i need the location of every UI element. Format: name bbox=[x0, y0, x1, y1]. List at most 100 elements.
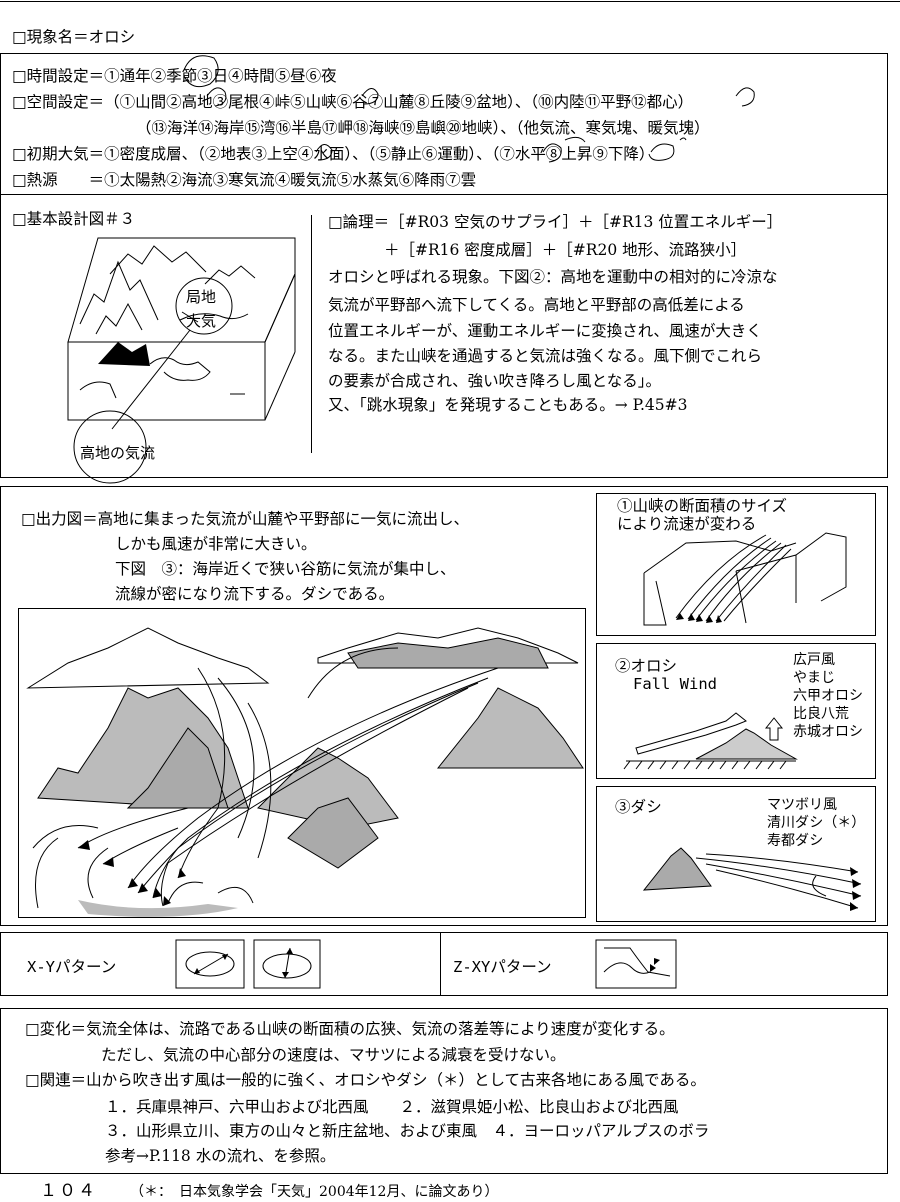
output-box: □出力図＝高地に集まった気流が山麓や平野部に一気に流出し、 しかも風速が非常に大… bbox=[0, 486, 888, 926]
stream-15 bbox=[307, 647, 399, 699]
stream-12 bbox=[87, 847, 109, 899]
label-local-2: 大気 bbox=[186, 312, 216, 330]
arrow-3 bbox=[128, 878, 138, 888]
design-diagram: 局地 大気 高地の気流 bbox=[67, 237, 296, 484]
dashi-wind-3: 寿都ダシ bbox=[767, 833, 824, 849]
stream-7 bbox=[247, 702, 272, 859]
dark-mountain bbox=[98, 342, 150, 366]
grey-mountain-4 bbox=[287, 797, 379, 869]
dashi-curl bbox=[812, 875, 827, 897]
label-local-1: 局地 bbox=[186, 288, 216, 306]
hand-circles bbox=[183, 55, 755, 163]
stream-4 bbox=[160, 687, 469, 907]
panel-oroshi: ②オロシ Fall Wind 広戸風 やまじ 六甲オロシ 比良八荒 赤城オロシ bbox=[596, 643, 876, 779]
oroshi-wind-2: やまじ bbox=[793, 670, 835, 686]
logic-line-3: オロシと呼ばれる現象。下図②：高地を運動中の相対的に冷涼な bbox=[328, 268, 778, 286]
change-line-1: □変化＝気流全体は、流路である山峡の断面積の広狭、気流の落差等により速度が変化す… bbox=[25, 1020, 675, 1038]
design-box: □基本設計図＃３ □論理＝［#R03 空気のサプライ］＋［#R13 位置エネルギ… bbox=[0, 194, 888, 478]
output-line-4: 流線が密になり流下する。ダシである。 bbox=[115, 585, 395, 603]
footer-note: （＊： 日本気象学会「天気」2004年12月、に論文あり） bbox=[130, 1184, 499, 1200]
dashi-stream-2 bbox=[705, 863, 862, 897]
panel-oroshi-title: ②オロシ bbox=[615, 657, 678, 675]
dashi-wind-2: 清川ダシ（＊） bbox=[767, 815, 866, 831]
relation-reference: 参考→P.118 水の流れ、を参照。 bbox=[105, 1147, 336, 1165]
mountain-ridge-1 bbox=[109, 245, 207, 275]
gorge-top-left bbox=[643, 540, 797, 574]
dashi-stream-3 bbox=[715, 869, 859, 909]
pointer-line bbox=[111, 329, 191, 430]
label-highland: 高地の気流 bbox=[80, 444, 155, 462]
panel-dashi: ③ダシ マツボリ風 清川ダシ（＊） 寿都ダシ bbox=[596, 786, 876, 922]
dashi-stream-4 bbox=[705, 853, 859, 873]
arrow-1 bbox=[78, 840, 90, 850]
output-line-1: □出力図＝高地に集まった気流が山麓や平野部に一気に流出し、 bbox=[21, 510, 470, 528]
stream-9 bbox=[102, 827, 179, 865]
patterns-box: X-Yパターン Z-XYパターン bbox=[0, 932, 888, 996]
panel-gorge: ①山峡の断面積のサイズ により流速が変わる bbox=[596, 493, 876, 636]
grey-sea-shadow bbox=[78, 900, 238, 917]
coast-line-top bbox=[179, 313, 249, 321]
stream-6 bbox=[217, 677, 255, 839]
oroshi-wind-3: 六甲オロシ bbox=[793, 688, 863, 704]
design-divider bbox=[311, 215, 313, 453]
oroshi-wind-4: 比良八荒 bbox=[793, 706, 849, 722]
mountain-ridge-4 bbox=[204, 265, 256, 285]
stream-8 bbox=[77, 807, 189, 849]
oroshi-wind-5: 赤城オロシ bbox=[793, 724, 863, 740]
stream-10 bbox=[32, 825, 99, 849]
gorge-stream-2 bbox=[687, 537, 772, 620]
space-setting-cont: （⑬海洋⑭海岸⑮湾⑯半島⑰岬⑱海峡⑲島嶼⑳地峡）、（他気流、寒気塊、暖気塊） bbox=[136, 119, 710, 137]
circle-motion bbox=[542, 143, 562, 163]
gorge-stream-1 bbox=[675, 534, 767, 619]
time-setting: □時間設定＝①通年②季節③日④時間⑤昼⑥夜 bbox=[12, 67, 337, 85]
settings-box: □時間設定＝①通年②季節③日④時間⑤昼⑥夜 □空間設定＝（①山間②高地③尾根④峠… bbox=[0, 53, 888, 195]
circle-upper bbox=[315, 144, 333, 161]
grey-mountain-2 bbox=[126, 727, 229, 809]
snow-mountain-left bbox=[26, 627, 270, 689]
zxy-path-1 bbox=[604, 947, 671, 977]
highland-air-circle bbox=[73, 410, 147, 484]
gorge-side bbox=[643, 573, 667, 626]
circle-horizontal bbox=[648, 143, 675, 161]
relation-item-1-2: １．兵庫県神戸、六甲山および北西風 ２．滋賀県姫小松、比良山および北西風 bbox=[105, 1098, 679, 1116]
xy-icon-1-ellipse bbox=[185, 951, 235, 977]
output-line-2: しかも風速が非常に大きい。 bbox=[115, 535, 317, 553]
gorge-top-right bbox=[735, 532, 847, 602]
change-line-2: ただし、気流の中心部分の速度は、マサツによる減衰を受けない。 bbox=[101, 1046, 566, 1064]
logic-line-4: 気流が平野部へ流下してくる。高地と平野部の高低差による bbox=[328, 296, 745, 314]
ground-hatch bbox=[623, 760, 787, 770]
circle-season bbox=[183, 55, 219, 88]
logic-line-8: 又、「跳水現象」を発現することもある。→ P.45#3 bbox=[328, 396, 688, 414]
arrow-6 bbox=[163, 896, 171, 906]
stream-14 bbox=[217, 886, 254, 904]
design-title: □基本設計図＃３ bbox=[12, 210, 136, 228]
change-box: □変化＝気流全体は、流路である山峡の断面積の広狭、気流の落差等により速度が変化す… bbox=[0, 1008, 888, 1174]
relation-line-1: □関連＝山から吹き出す風は一般的に強く、オロシやダシ（＊）として古来各地にある風… bbox=[25, 1071, 706, 1089]
panel-gorge-line-1: ①山峡の断面積のサイズ bbox=[617, 497, 788, 515]
oroshi-mountain bbox=[695, 728, 798, 760]
xy-pattern-label: X-Yパターン bbox=[27, 958, 117, 976]
arrow-7 bbox=[178, 868, 186, 878]
box-front-face bbox=[67, 341, 266, 421]
dashi-stream-1 bbox=[695, 857, 862, 885]
arrow-5 bbox=[153, 888, 162, 898]
tick-mark bbox=[679, 137, 687, 141]
output-diagram-frame bbox=[18, 608, 586, 918]
circle-highland bbox=[206, 87, 227, 107]
xy-icon-1-frame bbox=[175, 939, 245, 989]
xy-icon-2-frame bbox=[253, 939, 321, 989]
circle-plain bbox=[735, 87, 755, 107]
output-line-3: 下図 ③：海岸近くで狭い谷筋に気流が集中し、 bbox=[115, 560, 456, 578]
top-rule bbox=[0, 1, 900, 3]
relation-item-3-4: ３．山形県立川、東方の山々と新庄盆地、および東風 ４．ヨーロッパアルプスのボラ bbox=[105, 1122, 710, 1140]
circle-gorge bbox=[361, 88, 379, 105]
stream-11 bbox=[35, 837, 59, 909]
stream-2 bbox=[137, 677, 489, 894]
panel-dashi-title: ③ダシ bbox=[615, 798, 662, 816]
oroshi-diagram bbox=[623, 712, 798, 770]
output-diagram bbox=[26, 627, 584, 917]
patterns-divider bbox=[440, 933, 442, 995]
grey-ridge-far bbox=[347, 637, 549, 669]
space-setting: □空間設定＝（①山間②高地③尾根④峠⑤山峡⑥谷⑦山麓⑧丘陵⑨盆地）、（⑩内陸⑪平… bbox=[12, 93, 694, 111]
dashi-diagram bbox=[642, 847, 862, 911]
